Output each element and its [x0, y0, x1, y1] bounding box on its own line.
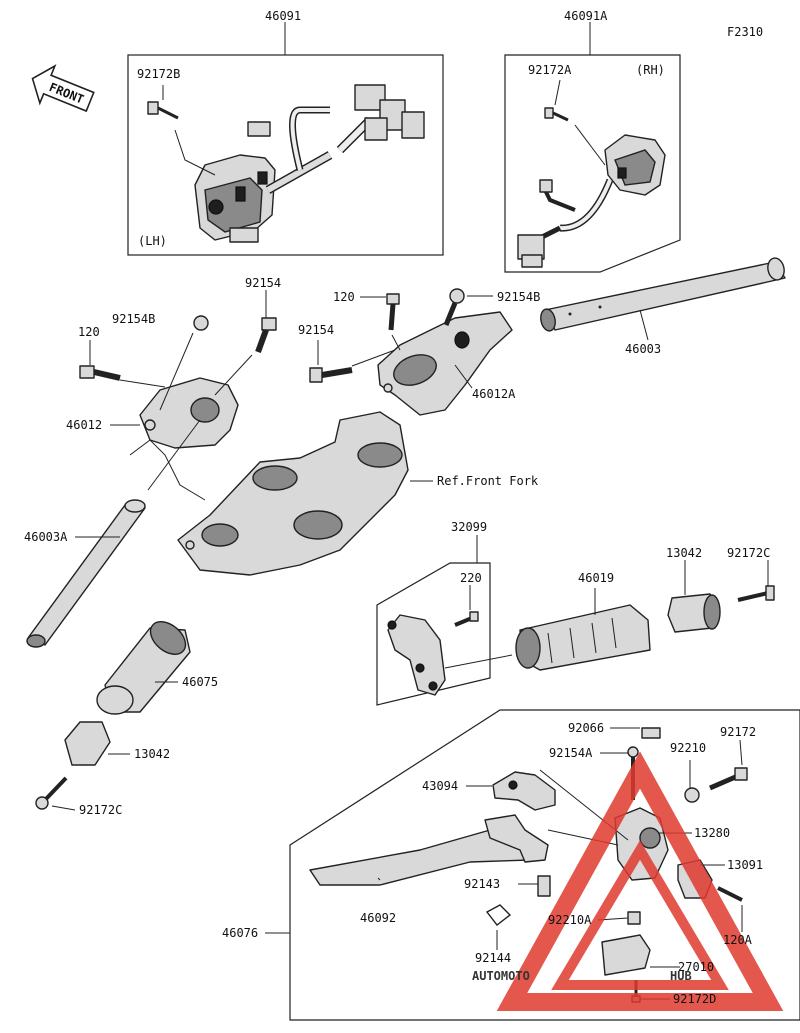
part-label-92172C-right[interactable]: 92172C: [727, 546, 770, 560]
grip-46019[interactable]: [444, 588, 651, 671]
switch-assembly-lh[interactable]: [127, 22, 444, 256]
watermark-text-automoto: AUTOMOTO: [472, 969, 530, 983]
screw-92172B: [147, 101, 179, 120]
part-label-92210A[interactable]: 92210A: [548, 913, 592, 927]
part-label-92154-right[interactable]: 92154: [298, 323, 334, 337]
screw-220: [454, 611, 479, 627]
part-label-92172D[interactable]: 92172D: [673, 992, 716, 1006]
part-label-46012[interactable]: 46012: [66, 418, 102, 432]
part-label-92154B-left[interactable]: 92154B: [112, 312, 155, 326]
part-label-46019[interactable]: 46019: [578, 571, 614, 585]
part-label-13042-left[interactable]: 13042: [134, 747, 170, 761]
part-label-120-left[interactable]: 120: [78, 325, 100, 339]
part-label-92144[interactable]: 92144: [475, 951, 511, 965]
part-label-220[interactable]: 220: [460, 571, 482, 585]
bolt-120-left: [79, 365, 121, 381]
part-label-92172B[interactable]: 92172B: [137, 67, 180, 81]
part-label-92172A[interactable]: 92172A: [528, 63, 572, 77]
grip-46075[interactable]: [96, 615, 192, 715]
ref-front-fork-note: Ref.Front Fork: [437, 474, 539, 488]
front-arrow-icon: FRONT: [31, 64, 95, 113]
automotohub-watermark-logo: AUTOMOTO HUB: [472, 751, 784, 1011]
part-label-92172[interactable]: 92172: [720, 725, 756, 739]
part-label-120A[interactable]: 120A: [723, 933, 753, 947]
holder-32099[interactable]: [376, 535, 491, 706]
part-label-92066[interactable]: 92066: [568, 721, 604, 735]
part-label-46091[interactable]: 46091: [265, 9, 301, 23]
switch-assembly-rh[interactable]: [504, 22, 681, 273]
part-label-46003A[interactable]: 46003A: [24, 530, 68, 544]
part-label-92210[interactable]: 92210: [670, 741, 706, 755]
watermark-text-hub: HUB: [670, 969, 692, 983]
handlebar-clamp-46012A[interactable]: [309, 288, 513, 416]
part-label-92154A[interactable]: 92154A: [549, 746, 593, 760]
bolt-92154B-right: [443, 288, 465, 326]
part-label-13091[interactable]: 13091: [727, 858, 763, 872]
figure-code: F2310: [727, 25, 763, 39]
side-label-lh: (LH): [138, 234, 167, 248]
part-label-92154B-right[interactable]: 92154B: [497, 290, 540, 304]
part-label-120-right[interactable]: 120: [333, 290, 355, 304]
bolt-92154-right: [309, 367, 353, 383]
part-label-92143[interactable]: 92143: [464, 877, 500, 891]
bar-end-13042-right[interactable]: [667, 560, 721, 633]
part-label-13280[interactable]: 13280: [694, 826, 730, 840]
handlebar-tube-46003A[interactable]: [26, 419, 201, 648]
handlebar-tube-46003[interactable]: [539, 257, 786, 341]
bar-end-13042-left[interactable]: [64, 721, 130, 766]
part-label-92154-left[interactable]: 92154: [245, 276, 281, 290]
part-label-46091A[interactable]: 46091A: [564, 9, 608, 23]
triple-clamp: [177, 411, 433, 576]
part-label-13042-right[interactable]: 13042: [666, 546, 702, 560]
side-label-rh: (RH): [636, 63, 665, 77]
part-label-46075[interactable]: 46075: [182, 675, 218, 689]
handlebar-clamp-46012[interactable]: [79, 290, 277, 501]
part-label-43094[interactable]: 43094: [422, 779, 458, 793]
screw-92172C-right: [737, 560, 775, 602]
screw-92172C-left: [35, 776, 76, 811]
bolt-92154B-left: [193, 315, 209, 331]
part-label-32099[interactable]: 32099: [451, 520, 487, 534]
part-label-46092[interactable]: 46092: [360, 911, 396, 925]
bolt-92154-left: [255, 317, 277, 354]
part-label-46003[interactable]: 46003: [625, 342, 661, 356]
screw-92172A: [544, 107, 569, 122]
part-label-46012A[interactable]: 46012A: [472, 387, 516, 401]
part-label-92172C-left[interactable]: 92172C: [79, 803, 122, 817]
bolt-120-right: [386, 293, 400, 331]
part-label-46076[interactable]: 46076: [222, 926, 258, 940]
part-label-27010[interactable]: 27010: [678, 960, 714, 974]
